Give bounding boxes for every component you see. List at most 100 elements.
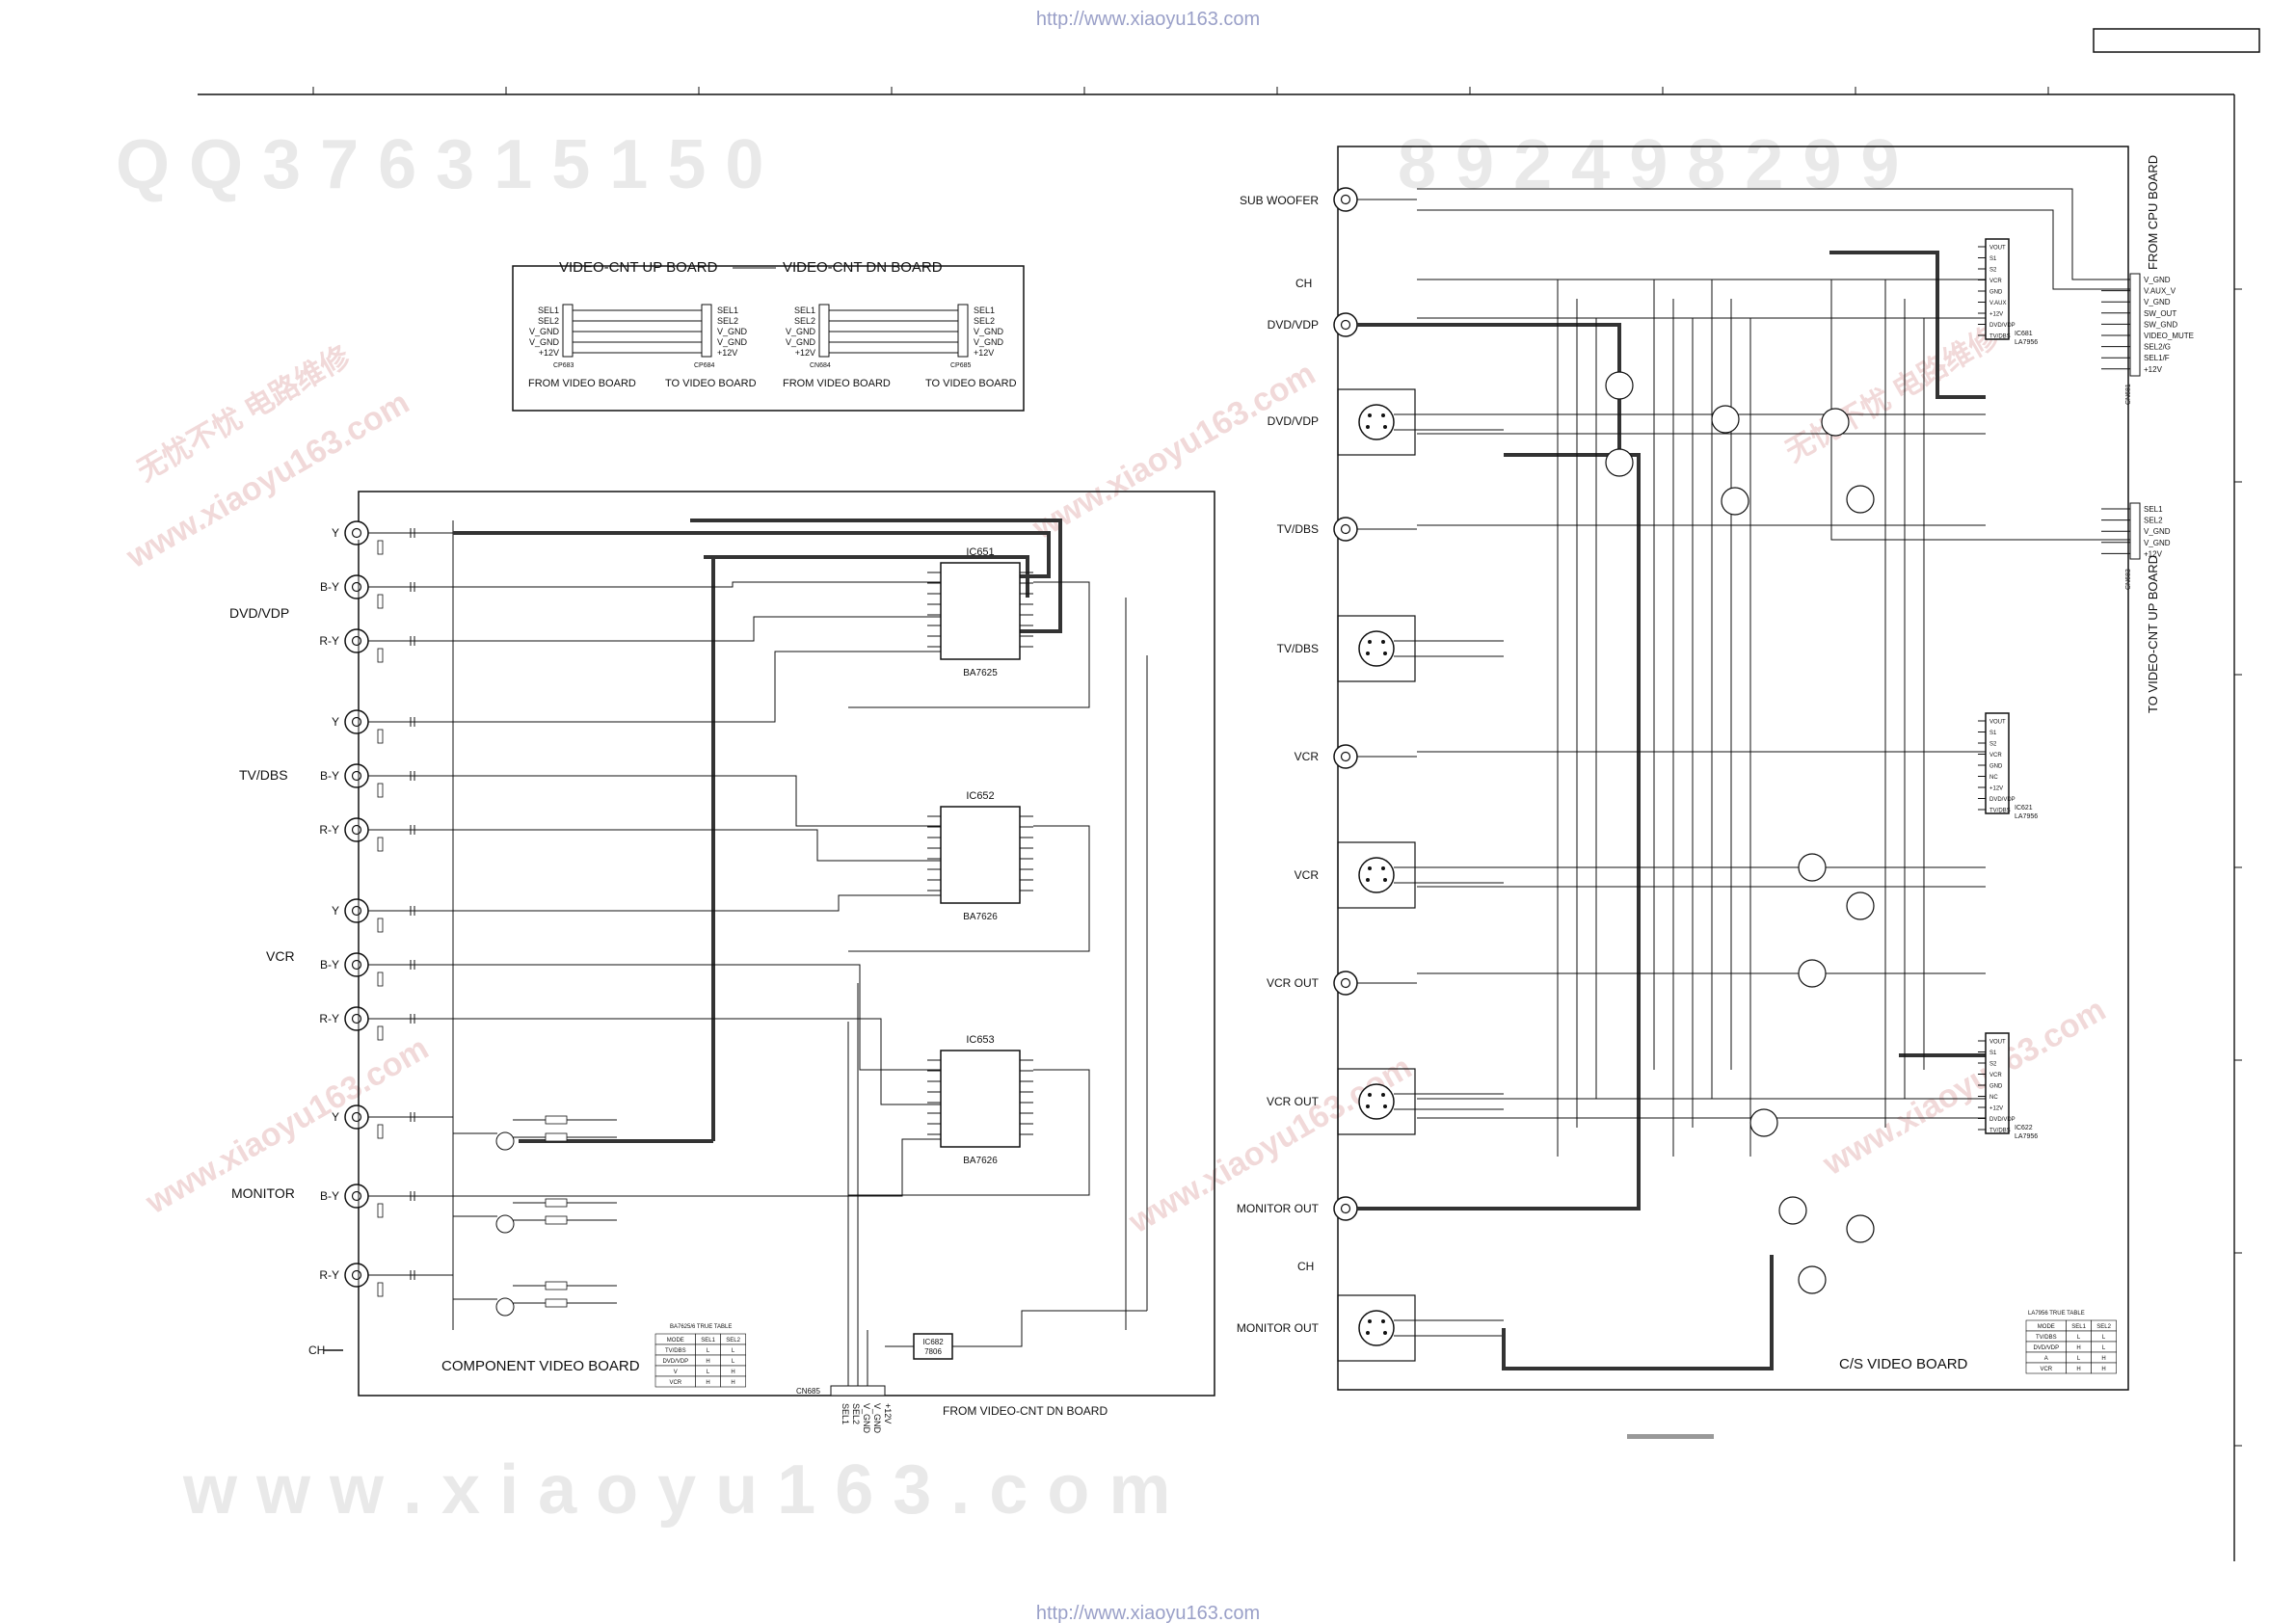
cn683-label: TO VIDEO-CNT UP BOARD bbox=[2146, 555, 2160, 713]
cs-input-dvd-1: DVD/VDP bbox=[1268, 318, 1319, 332]
cs-video-board: SUB WOOFER DVD/VDP DVD/VDP TV/DBS TV/DBS… bbox=[1237, 146, 2194, 1439]
cn681-pin-8: +12V bbox=[2144, 365, 2163, 374]
cb-con-cp685: CP685 bbox=[950, 362, 972, 369]
comp-signal-3 bbox=[453, 651, 941, 723]
ic652-part: BA7626 bbox=[963, 912, 998, 922]
cs-din-jack-dvd-frame bbox=[1337, 388, 1416, 456]
comp-term-resistor-7 bbox=[377, 918, 384, 933]
comp-term-resistor-12 bbox=[377, 1282, 384, 1297]
cs-ic-2-pin-7: DVD/VDP bbox=[1989, 797, 2016, 803]
comp-jack-label-tv-y: Y bbox=[332, 715, 339, 729]
comp-rca-jack-11-outer bbox=[344, 1184, 369, 1209]
comp-rca-jack-7-outer bbox=[344, 898, 369, 923]
comp-rca-jack-12-outer bbox=[344, 1263, 369, 1288]
comp-jack-label-mon-y: Y bbox=[332, 1110, 339, 1124]
comp-trace-5 bbox=[690, 519, 1062, 633]
comp-signal-6 bbox=[453, 894, 941, 912]
cs-ic-1-pin-7: DVD/VDP bbox=[1989, 323, 2016, 329]
cs-transistor-13 bbox=[1778, 1196, 1807, 1225]
cs-input-tv-2: TV/DBS bbox=[1277, 642, 1319, 655]
cs-din-jack-vcrout-pin-0 bbox=[1368, 1093, 1372, 1097]
comp-tt-text-1-0: TV/DBS bbox=[665, 1348, 686, 1354]
cs-din-jack-dvd-pin-1 bbox=[1381, 413, 1385, 417]
cn681: V_GNDV.AUX_VV_GNDSW_OUTSW_GNDVIDEO_MUTES… bbox=[2101, 155, 2194, 405]
cn681-ref: CN681 bbox=[2125, 384, 2132, 405]
comp-tt-text-1-2: L bbox=[732, 1348, 735, 1354]
comp-tt-text-3-2: H bbox=[731, 1370, 734, 1375]
comp-rca-jack-3-outer bbox=[344, 628, 369, 653]
cs-ic-3-part: LA7956 bbox=[2015, 1133, 2038, 1140]
bottom-url[interactable]: http://www.xiaoyu163.com bbox=[1036, 1603, 1260, 1623]
component-board-outline bbox=[358, 491, 1215, 1397]
cb-from-video-1: FROM VIDEO BOARD bbox=[528, 378, 636, 389]
cs-rca-jack-vcr-pin bbox=[1340, 751, 1351, 762]
comp-term-resistor-10 bbox=[377, 1124, 384, 1139]
cs-din-jack-vcrout-pin-1 bbox=[1381, 1093, 1385, 1097]
comp-term-resistor-5 bbox=[377, 783, 384, 798]
cs-din-jack-dvd-body bbox=[1358, 404, 1395, 440]
cs-output-vcr-out-2: VCR OUT bbox=[1267, 1095, 1320, 1108]
cn683-pin-1: SEL2 bbox=[2144, 517, 2163, 525]
cs-tt-text-1-0: TV/DBS bbox=[2036, 1335, 2057, 1341]
watermark-diag-cn-2: 无忧不忧 电路维修 bbox=[1780, 321, 2004, 468]
comp-rca-jack-4-pin bbox=[351, 716, 362, 728]
cs-tt-title: LA7956 TRUE TABLE bbox=[2028, 1311, 2085, 1317]
comp-rca-jack-2-outer bbox=[344, 574, 369, 599]
cb-to-video-2: TO VIDEO BOARD bbox=[925, 378, 1017, 389]
cs-tt-text-3-1: L bbox=[2077, 1356, 2081, 1362]
comp-rca-jack-6-outer bbox=[344, 817, 369, 842]
cs-ic-2-pin-4: GND bbox=[1989, 764, 2003, 770]
watermark-site: w w w . x i a o y u 1 6 3 . c o m bbox=[182, 1451, 1170, 1529]
cs-din-jack-vcr-pin-3 bbox=[1383, 878, 1387, 882]
comp-out-resistor-b-2 bbox=[545, 1215, 568, 1225]
comp-rca-jack-1-pin bbox=[351, 527, 362, 539]
watermark-diag-4: www.xiaoyu163.com bbox=[1816, 991, 2112, 1183]
cs-din-jack-dvd-pin-3 bbox=[1383, 425, 1387, 429]
cb-up-pin-3b: V_GND bbox=[717, 327, 748, 336]
cs-din-jack-monout-pin-0 bbox=[1368, 1319, 1372, 1323]
cs-ic-2-pin-0: VOUT bbox=[1989, 720, 2006, 726]
cs-ic-2-pin-3: VCR bbox=[1989, 753, 2002, 758]
cs-ground-bottom: CH bbox=[1297, 1260, 1314, 1273]
comp-out-resistor-b-1 bbox=[545, 1132, 568, 1142]
cs-input-dvd-2: DVD/VDP bbox=[1268, 414, 1319, 428]
cs-jacks bbox=[1333, 187, 1416, 1362]
cs-input-vcr-2: VCR bbox=[1295, 868, 1320, 882]
cs-ic-1-pin-3: VCR bbox=[1989, 279, 2002, 284]
comp-rca-jack-2-pin bbox=[351, 581, 362, 593]
cs-transistor-3 bbox=[1721, 487, 1749, 516]
cs-din-jack-tv-pin-1 bbox=[1381, 640, 1385, 644]
cs-board-outline bbox=[1337, 146, 2129, 1391]
comp-tt-text-1-1: L bbox=[707, 1348, 710, 1354]
cs-tt-cell-4-2 bbox=[2091, 1362, 2117, 1374]
cs-tt-text-1-1: L bbox=[2077, 1335, 2081, 1341]
cn683-pin-4: +12V bbox=[2144, 549, 2163, 558]
cs-transistor-1 bbox=[1605, 371, 1634, 400]
cb-up-pin-3: V_GND bbox=[529, 327, 560, 336]
comp-signal-7 bbox=[453, 964, 941, 1071]
comp-board-title: COMPONENT VIDEO BOARD bbox=[441, 1358, 640, 1374]
cn683-pin-0: SEL1 bbox=[2144, 505, 2163, 514]
cb-dn-pin-2: SEL2 bbox=[794, 316, 815, 326]
cb-up-pin-4b: V_GND bbox=[717, 337, 748, 347]
cs-transistor-8 bbox=[1846, 891, 1875, 920]
cb-dn-pin-5: +12V bbox=[795, 348, 815, 358]
cs-ic-2-ref: IC621 bbox=[2015, 805, 2033, 812]
comp-rca-jack-11-pin bbox=[351, 1190, 362, 1202]
cs-ic-1-part: LA7956 bbox=[2015, 339, 2038, 346]
comp-trace-2 bbox=[704, 555, 1029, 598]
comp-output-transistors bbox=[495, 1131, 515, 1317]
top-url[interactable]: http://www.xiaoyu163.com bbox=[1036, 9, 1260, 30]
comp-rca-jack-9-outer bbox=[344, 1006, 369, 1031]
cs-ic-1-pin-6: +12V bbox=[1989, 312, 2003, 318]
cs-ic-3-ref: IC622 bbox=[2015, 1125, 2033, 1131]
cb-dn-pin-1: SEL1 bbox=[794, 306, 815, 315]
cs-sw-gnd bbox=[1417, 209, 2130, 290]
comp-tt-text-0-0: MODE bbox=[667, 1338, 684, 1344]
cb-con-cn684: CN684 bbox=[810, 362, 831, 369]
component-video-board: DVD/VDP TV/DBS VCR MONITOR Y B-Y R-Y Y B… bbox=[229, 491, 1215, 1434]
cn681-pin-5: VIDEO_MUTE bbox=[2144, 332, 2194, 340]
cs-din-jack-tv-body bbox=[1358, 630, 1395, 667]
